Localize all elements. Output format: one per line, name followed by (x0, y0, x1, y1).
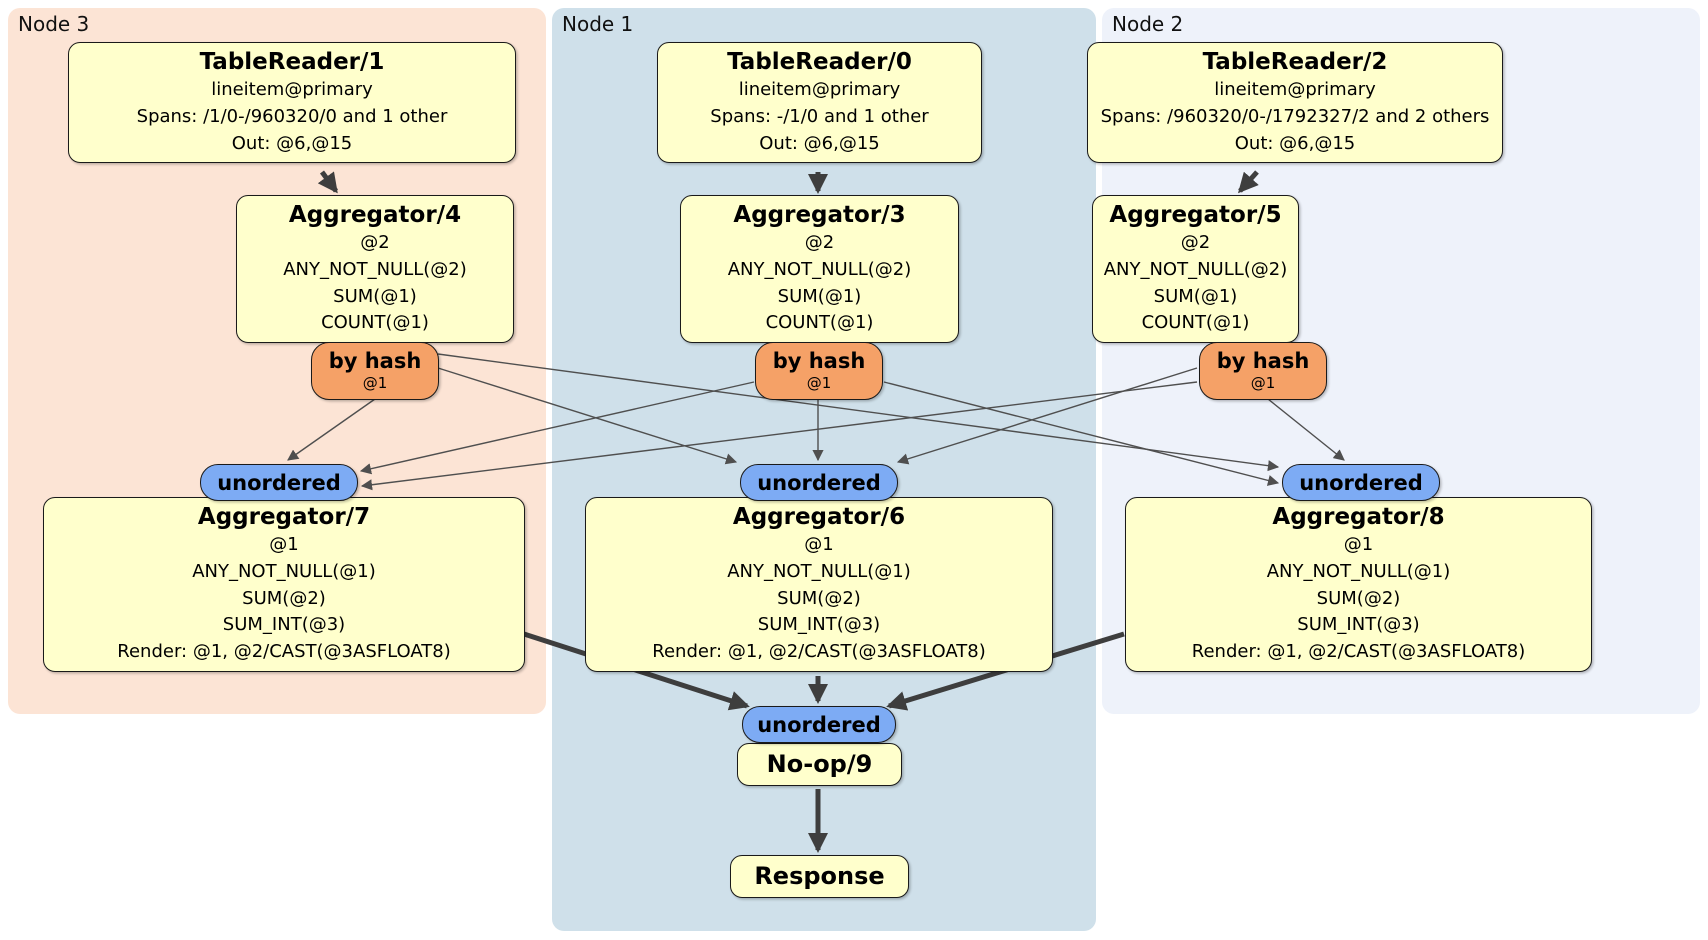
edge-byhash3-to-unordered8 (883, 381, 1280, 486)
processor-detail: @1 (1343, 534, 1374, 556)
processor-detail: Render: @1, @2/CAST(@3ASFLOAT8) (652, 640, 986, 662)
processor-detail: lineitem@primary (1214, 79, 1376, 101)
sync-label: unordered (217, 470, 341, 495)
processor-detail: @1 (804, 534, 834, 556)
processor-aggregator-6: Aggregator/6 @1 ANY_NOT_NULL(@1) SUM(@2)… (585, 497, 1053, 672)
processor-detail: @2 (1180, 232, 1211, 254)
processor-tablereader-2: TableReader/2 lineitem@primary Spans: /9… (1087, 42, 1503, 164)
processor-detail: COUNT(@1) (321, 312, 429, 334)
edge-byhash4-to-unordered6 (437, 367, 738, 465)
router-detail: @1 (806, 373, 832, 392)
processor-detail: Spans: /1/0-/960320/0 and 1 other (136, 106, 448, 128)
edge-byhash4-to-unordered7 (287, 398, 376, 461)
processor-detail: Out: @6,@15 (759, 132, 880, 154)
router-label: by hash (1216, 349, 1310, 374)
processor-aggregator-3: Aggregator/3 @2 ANY_NOT_NULL(@2) SUM(@1)… (680, 195, 959, 343)
processor-detail: SUM(@1) (777, 285, 862, 307)
sync-label: unordered (757, 712, 881, 737)
processor-detail: SUM(@2) (1316, 587, 1401, 609)
processor-title: No-op/9 (766, 750, 873, 778)
processor-aggregator-4: Aggregator/4 @2 ANY_NOT_NULL(@2) SUM(@1)… (236, 195, 514, 343)
processor-detail: @1 (269, 534, 299, 556)
router-detail: @1 (362, 373, 388, 392)
node2-label: Node 2 (1112, 12, 1184, 36)
edge-tablereader2-aggregator5 (1237, 170, 1259, 194)
processor-detail: lineitem@primary (738, 79, 901, 101)
processor-aggregator-5: Aggregator/5 @2 ANY_NOT_NULL(@2) SUM(@1)… (1092, 195, 1299, 343)
processor-detail: Out: @6,@15 (231, 132, 353, 154)
router-label: by hash (772, 349, 866, 374)
processor-detail: Spans: -/1/0 and 1 other (710, 106, 929, 128)
processor-detail: COUNT(@1) (1141, 312, 1250, 334)
router-by-hash-node1: by hash @1 (755, 342, 883, 400)
processor-aggregator-7: Aggregator/7 @1 ANY_NOT_NULL(@1) SUM(@2)… (43, 497, 525, 672)
sync-label: unordered (1299, 470, 1423, 495)
processor-title: TableReader/0 (727, 49, 912, 75)
processor-detail: COUNT(@1) (765, 312, 874, 334)
processor-detail: Render: @1, @2/CAST(@3ASFLOAT8) (1191, 640, 1526, 662)
processor-title: Aggregator/3 (733, 202, 906, 228)
processor-detail: ANY_NOT_NULL(@2) (283, 259, 467, 281)
sync-unordered-aggregator6: unordered (740, 464, 898, 501)
processor-detail: SUM(@2) (777, 587, 861, 609)
processor-detail: @2 (360, 232, 390, 254)
processor-title: TableReader/2 (1202, 49, 1388, 75)
edge-byhash5-to-unordered7 (360, 381, 1198, 491)
processor-detail: ANY_NOT_NULL(@2) (727, 259, 912, 281)
processor-detail: ANY_NOT_NULL(@1) (727, 561, 911, 583)
processor-title: Aggregator/5 (1109, 202, 1282, 228)
processor-title: Response (754, 862, 885, 890)
processor-detail: lineitem@primary (211, 79, 373, 101)
router-by-hash-node3: by hash @1 (311, 342, 439, 400)
processor-aggregator-8: Aggregator/8 @1 ANY_NOT_NULL(@1) SUM(@2)… (1125, 497, 1592, 672)
edge-byhash3-to-unordered7 (359, 381, 755, 475)
sync-label: unordered (757, 470, 881, 495)
processor-title: Aggregator/4 (288, 202, 462, 228)
edge-byhash5-to-unordered6 (896, 367, 1198, 465)
processor-detail: SUM(@1) (333, 285, 417, 307)
processor-detail: ANY_NOT_NULL(@1) (192, 561, 376, 583)
node1-label: Node 1 (562, 12, 634, 36)
processor-detail: Render: @1, @2/CAST(@3ASFLOAT8) (117, 640, 451, 662)
processor-title: Aggregator/6 (732, 504, 906, 530)
node3-label: Node 3 (18, 12, 90, 36)
processor-detail: ANY_NOT_NULL(@2) (1103, 259, 1288, 281)
processor-tablereader-1: TableReader/1 lineitem@primary Spans: /1… (68, 42, 516, 164)
processor-detail: SUM_INT(@3) (222, 614, 346, 636)
processor-detail: @2 (804, 232, 835, 254)
processor-detail: Spans: /960320/0-/1792327/2 and 2 others (1100, 106, 1490, 128)
processor-title: Aggregator/7 (197, 504, 371, 530)
sync-unordered-aggregator8: unordered (1282, 464, 1440, 501)
processor-detail: SUM(@2) (242, 587, 326, 609)
processor-noop-9: No-op/9 (737, 743, 902, 786)
processor-tablereader-0: TableReader/0 lineitem@primary Spans: -/… (657, 42, 982, 164)
processor-detail: Out: @6,@15 (1234, 132, 1356, 154)
processor-detail: SUM_INT(@3) (1297, 614, 1420, 636)
processor-detail: SUM(@1) (1153, 285, 1238, 307)
processor-response: Response (730, 855, 909, 898)
processor-title: Aggregator/8 (1272, 504, 1445, 530)
edge-byhash5-to-unordered8 (1267, 398, 1345, 461)
router-label: by hash (328, 349, 422, 374)
edge-byhash4-to-unordered8 (437, 353, 1280, 472)
sync-unordered-noop: unordered (742, 706, 896, 743)
sync-unordered-aggregator7: unordered (200, 464, 358, 501)
processor-title: TableReader/1 (199, 49, 385, 75)
processor-detail: SUM_INT(@3) (757, 614, 881, 636)
router-detail: @1 (1250, 373, 1276, 392)
router-by-hash-node2: by hash @1 (1199, 342, 1327, 400)
edge-tablereader1-aggregator4 (317, 170, 339, 194)
processor-detail: ANY_NOT_NULL(@1) (1266, 561, 1451, 583)
